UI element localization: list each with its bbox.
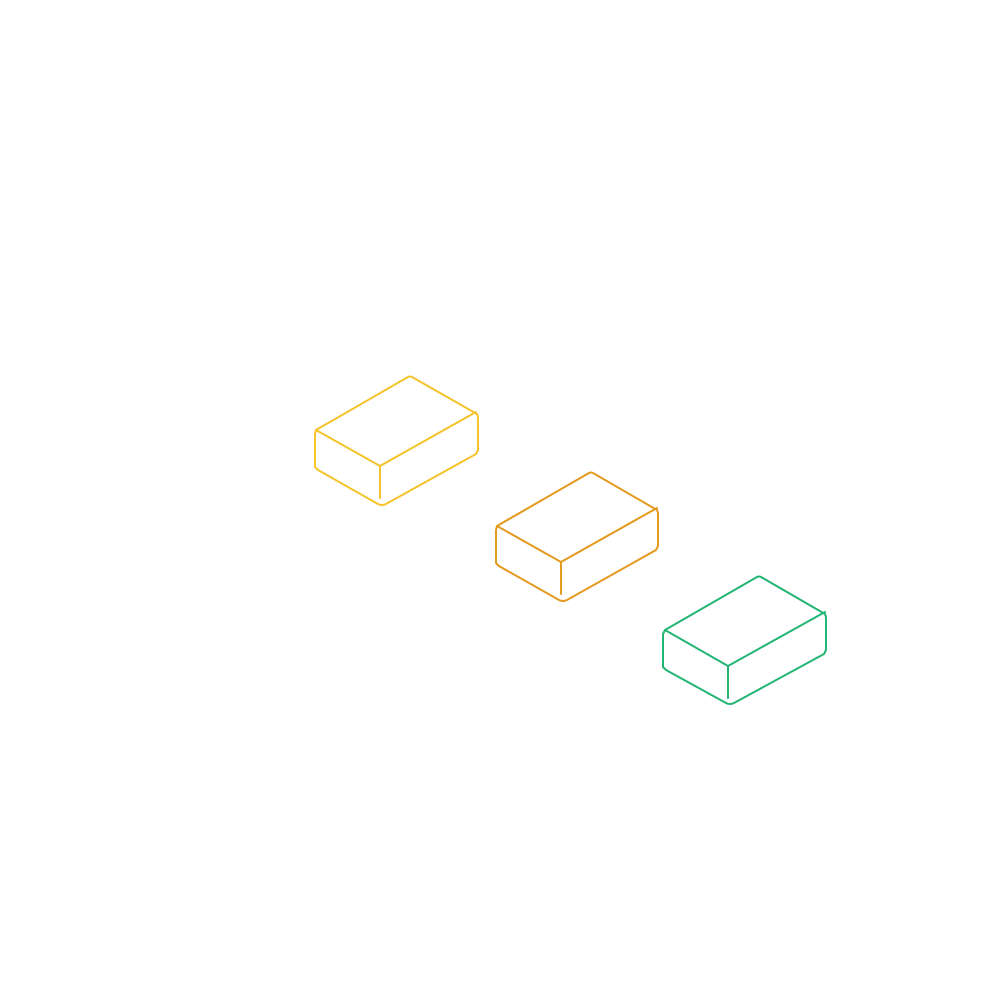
block-orange-top-edge bbox=[496, 507, 658, 563]
block-green-top-edge bbox=[664, 611, 826, 667]
block-green-outline bbox=[662, 575, 827, 705]
isometric-block-orange bbox=[495, 471, 659, 602]
block-yellow-top-edge bbox=[315, 411, 477, 467]
isometric-block-yellow bbox=[314, 375, 479, 506]
block-orange-outline bbox=[495, 471, 659, 602]
isometric-block-green bbox=[662, 575, 827, 705]
block-yellow-outline bbox=[314, 375, 479, 506]
